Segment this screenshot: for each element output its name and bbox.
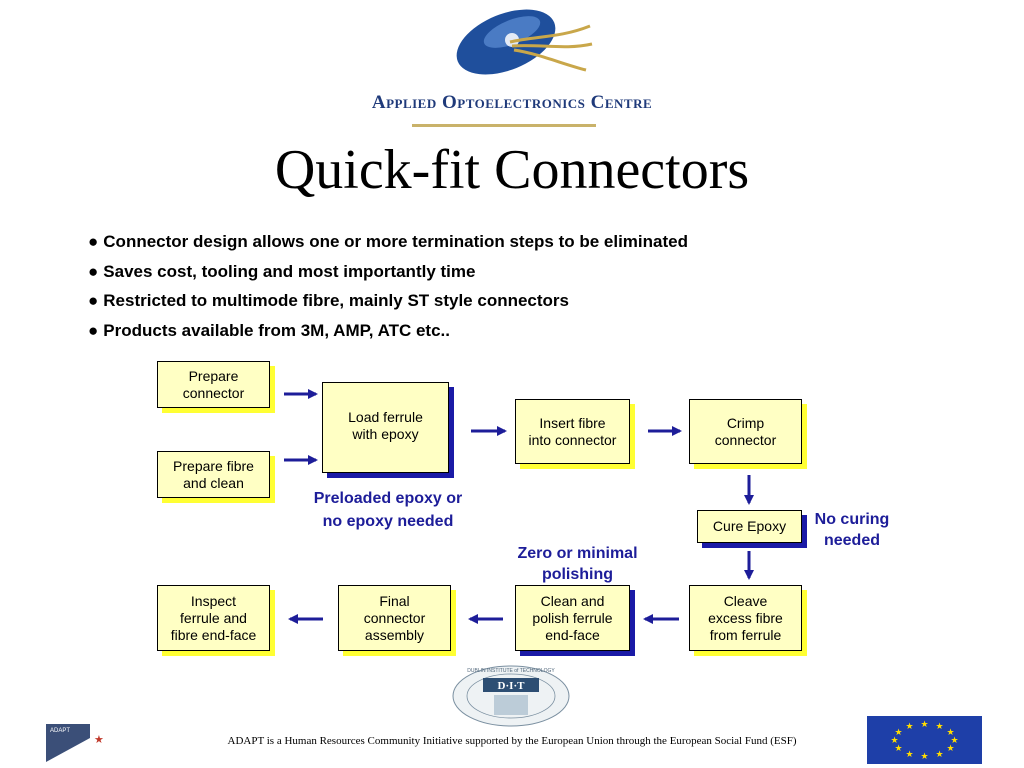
dit-ring-text: DUBLIN INSTITUTE of TECHNOLOGY	[467, 668, 555, 674]
step-inspect: Inspect ferrule and fibre end-face	[157, 585, 270, 651]
eu-flag-icon: ★★★★★★★★★★★★	[867, 716, 982, 764]
eu-star-icon: ★	[905, 750, 913, 760]
dit-seal-logo: D·I·T DUBLIN INSTITUTE of TECHNOLOGY	[452, 665, 570, 727]
bullet-text: Saves cost, tooling and most importantly…	[103, 261, 476, 281]
eu-star-icon: ★	[950, 736, 958, 746]
eu-star-icon: ★	[946, 728, 954, 738]
step-label: Crimp connector	[714, 414, 777, 448]
step-clean-polish: Clean and polish ferrule end-face	[515, 585, 630, 651]
step-label: Load ferrule with epoxy	[348, 409, 423, 442]
step-label: Insert fibre into connector	[528, 414, 617, 448]
bullet-dot-icon: ●	[88, 291, 99, 310]
note-preloaded-epoxy: Preloaded epoxy or no epoxy needed	[313, 490, 463, 530]
bullet-list: ●Connector design allows one or more ter…	[88, 230, 688, 348]
step-label: Prepare connector	[182, 367, 245, 401]
eu-star-icon: ★	[890, 736, 898, 746]
eu-star-icon: ★	[920, 752, 928, 762]
bullet-item: ●Saves cost, tooling and most importantl…	[88, 260, 688, 290]
adapt-label: ADAPT	[50, 728, 70, 734]
step-label: Prepare fibre and clean	[173, 457, 254, 491]
eu-star-icon: ★	[935, 750, 943, 760]
eu-star-icon: ★	[946, 744, 954, 754]
org-name: Applied Optoelectronics Centre	[371, 92, 653, 113]
step-prepare-fibre: Prepare fibre and clean	[157, 451, 270, 498]
step-prepare-connector: Prepare connector	[157, 361, 270, 408]
footer-text: ADAPT is a Human Resources Community Ini…	[227, 735, 797, 747]
step-label: Final connector assembly	[363, 592, 426, 643]
step-label: Cleave excess fibre from ferrule	[708, 592, 783, 643]
note-no-curing: No curing needed	[814, 511, 890, 549]
step-crimp-connector: Crimp connector	[689, 399, 802, 464]
bullet-dot-icon: ●	[88, 320, 99, 340]
adapt-logo: ADAPT	[46, 724, 90, 762]
bullet-item: ●Products available from 3M, AMP, ATC et…	[88, 319, 688, 349]
note-zero-polishing: Zero or minimal polishing	[517, 545, 638, 583]
bullet-text: Products available from 3M, AMP, ATC etc…	[103, 320, 450, 340]
step-label: Inspect ferrule and fibre end-face	[170, 592, 257, 643]
adapt-star-icon: ★	[94, 734, 104, 746]
eu-star-icon: ★	[905, 722, 913, 732]
step-label: Clean and polish ferrule end-face	[532, 592, 613, 643]
bullet-dot-icon: ●	[88, 261, 99, 281]
bullet-item: ●Restricted to multimode fibre, mainly S…	[88, 289, 688, 319]
bullet-dot-icon: ●	[88, 232, 99, 251]
step-insert-fibre: Insert fibre into connector	[515, 399, 630, 464]
eu-star-icon: ★	[894, 744, 902, 754]
step-cure-epoxy: Cure Epoxy	[697, 510, 802, 543]
org-name-underline	[412, 124, 596, 127]
step-final-assembly: Final connector assembly	[338, 585, 451, 651]
bullet-text: Restricted to multimode fibre, mainly ST…	[103, 291, 569, 310]
step-label: Cure Epoxy	[712, 518, 787, 534]
aoc-emblem-logo	[456, 9, 593, 75]
eu-star-icon: ★	[935, 722, 943, 732]
bullet-text: Connector design allows one or more term…	[103, 232, 688, 251]
page-title: Quick-fit Connectors	[274, 139, 750, 201]
eu-star-icon: ★	[894, 728, 902, 738]
eu-star-icon: ★	[920, 720, 928, 730]
dit-label: D·I·T	[498, 680, 526, 692]
step-cleave-fibre: Cleave excess fibre from ferrule	[689, 585, 802, 651]
step-load-ferrule: Load ferrule with epoxy	[322, 382, 449, 473]
bullet-item: ●Connector design allows one or more ter…	[88, 230, 688, 260]
